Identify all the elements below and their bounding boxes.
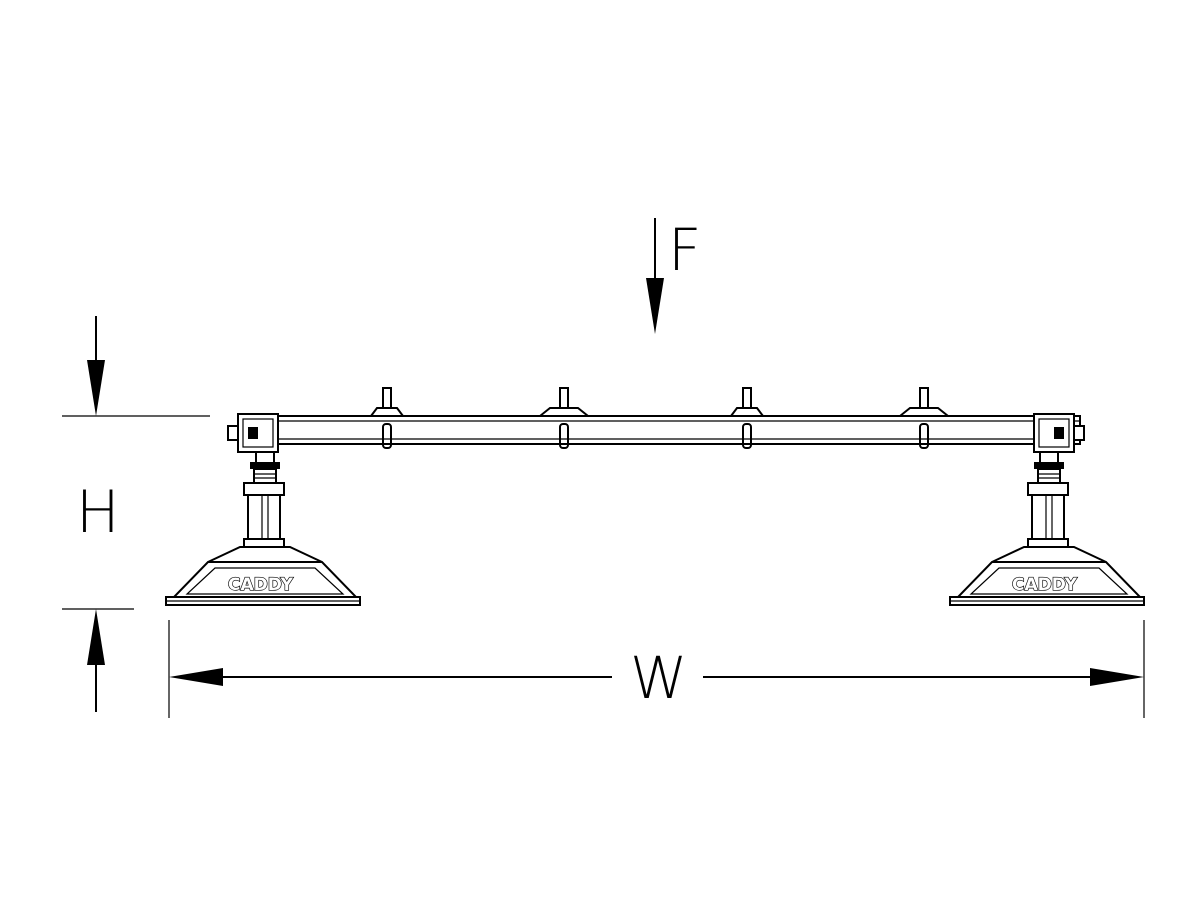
brand-label-right: CADDY	[1012, 575, 1078, 595]
height-dimension	[62, 316, 210, 712]
force-arrow	[646, 218, 664, 334]
pipe-clamp-1	[369, 387, 405, 449]
height-label: H	[76, 478, 120, 546]
width-label: W	[630, 644, 687, 712]
pipe-clamp-4	[897, 387, 951, 449]
strut-rail	[237, 415, 1081, 445]
pipe-clamp-3	[729, 387, 765, 449]
brand-label-left: CADDY	[228, 575, 294, 595]
right-support: CADDY	[949, 413, 1145, 606]
pipe-clamp-2	[537, 387, 591, 449]
left-support: CADDY	[165, 413, 361, 606]
force-label: F	[668, 216, 701, 284]
width-dimension	[168, 620, 1145, 718]
